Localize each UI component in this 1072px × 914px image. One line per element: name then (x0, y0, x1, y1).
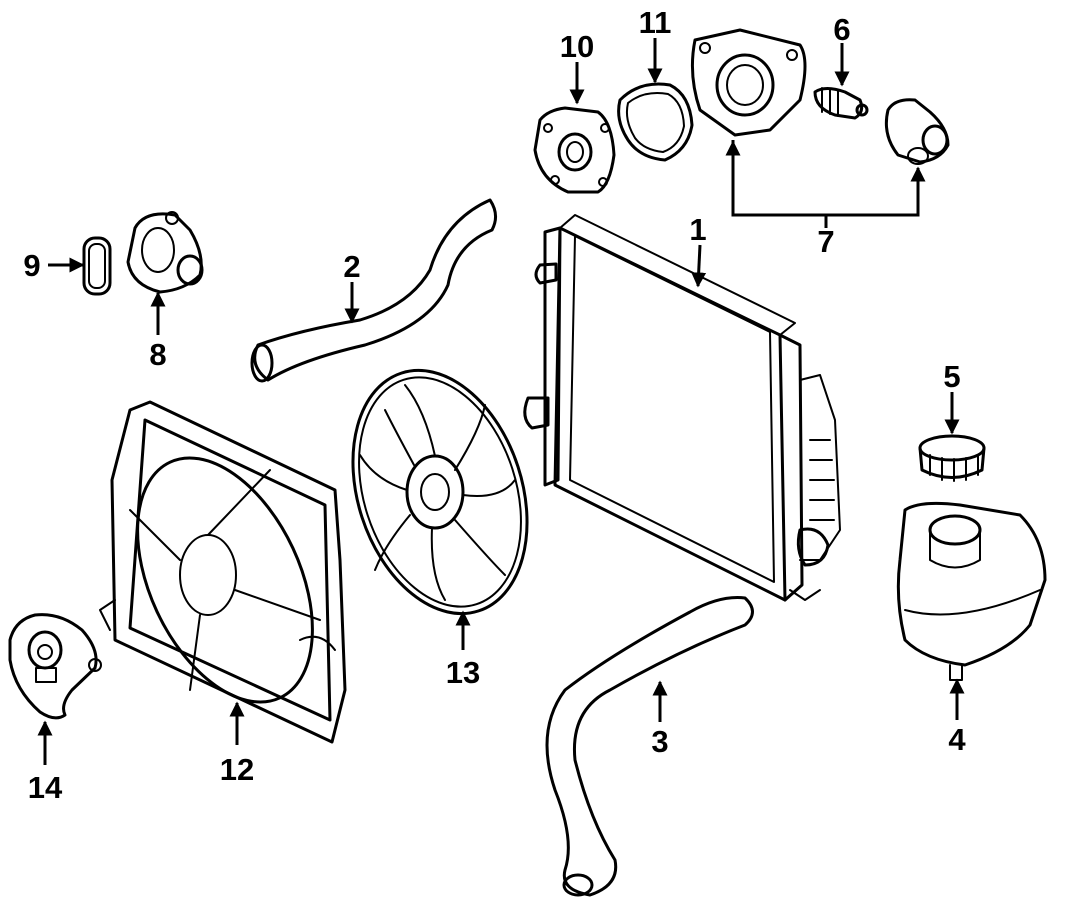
leader-1 (691, 244, 707, 288)
coolant-reservoir (896, 501, 1047, 681)
callout-9: 9 (23, 248, 40, 283)
thermostat-housing (690, 28, 807, 137)
leader-7 (731, 140, 926, 217)
callout-11: 11 (639, 5, 672, 40)
cooling-fan (351, 368, 529, 616)
callout-14: 14 (28, 770, 63, 805)
leader-lines (37, 38, 965, 765)
callout-10: 10 (560, 29, 594, 64)
callout-4: 4 (948, 722, 966, 757)
gasket (82, 236, 112, 296)
reservoir-cap (918, 434, 986, 482)
callout-8: 8 (149, 337, 166, 372)
water-pump-gasket (617, 82, 694, 162)
callout-5: 5 (943, 359, 960, 394)
callout-3: 3 (651, 724, 668, 759)
lower-radiator-hose (545, 596, 754, 897)
callout-2: 2 (343, 249, 360, 284)
fan-shroud (99, 400, 347, 744)
callout-6: 6 (833, 12, 850, 47)
callout-12: 12 (220, 752, 254, 787)
fan-motor-bracket (8, 613, 102, 720)
water-outlet (126, 211, 204, 294)
thermostat (813, 87, 869, 120)
callout-1: 1 (689, 212, 706, 247)
callout-7: 7 (817, 224, 834, 259)
radiator (523, 214, 841, 602)
callout-13: 13 (446, 655, 480, 690)
callout-labels: 1 2 3 4 5 6 7 8 9 10 11 12 13 14 (23, 5, 966, 805)
water-pump (533, 106, 616, 194)
upper-radiator-hose (250, 198, 497, 383)
coolant-outlet (884, 98, 950, 165)
